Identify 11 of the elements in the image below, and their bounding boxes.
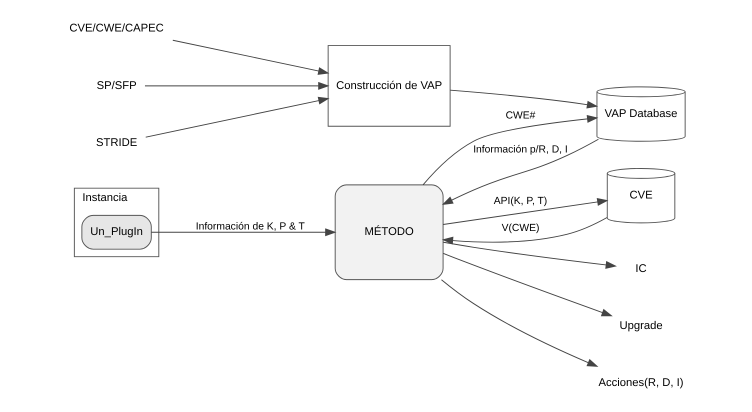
edge-label: Información de K, P & T: [196, 221, 305, 232]
node-text: IC: [635, 262, 647, 275]
edge-label: Información p/R, D, I: [473, 144, 568, 156]
node-text: SP/SFP: [96, 80, 137, 92]
node-text: Upgrade: [619, 320, 663, 332]
node-text: STRIDE: [96, 137, 138, 150]
edge-label: API(K, P, T): [494, 196, 548, 207]
node-text: CVE/CWE/CAPEC: [69, 22, 164, 35]
edge-label: CWE#: [506, 110, 536, 122]
node-text: Acciones(R, D, I): [598, 377, 684, 390]
edge-label: V(CWE): [502, 223, 540, 234]
